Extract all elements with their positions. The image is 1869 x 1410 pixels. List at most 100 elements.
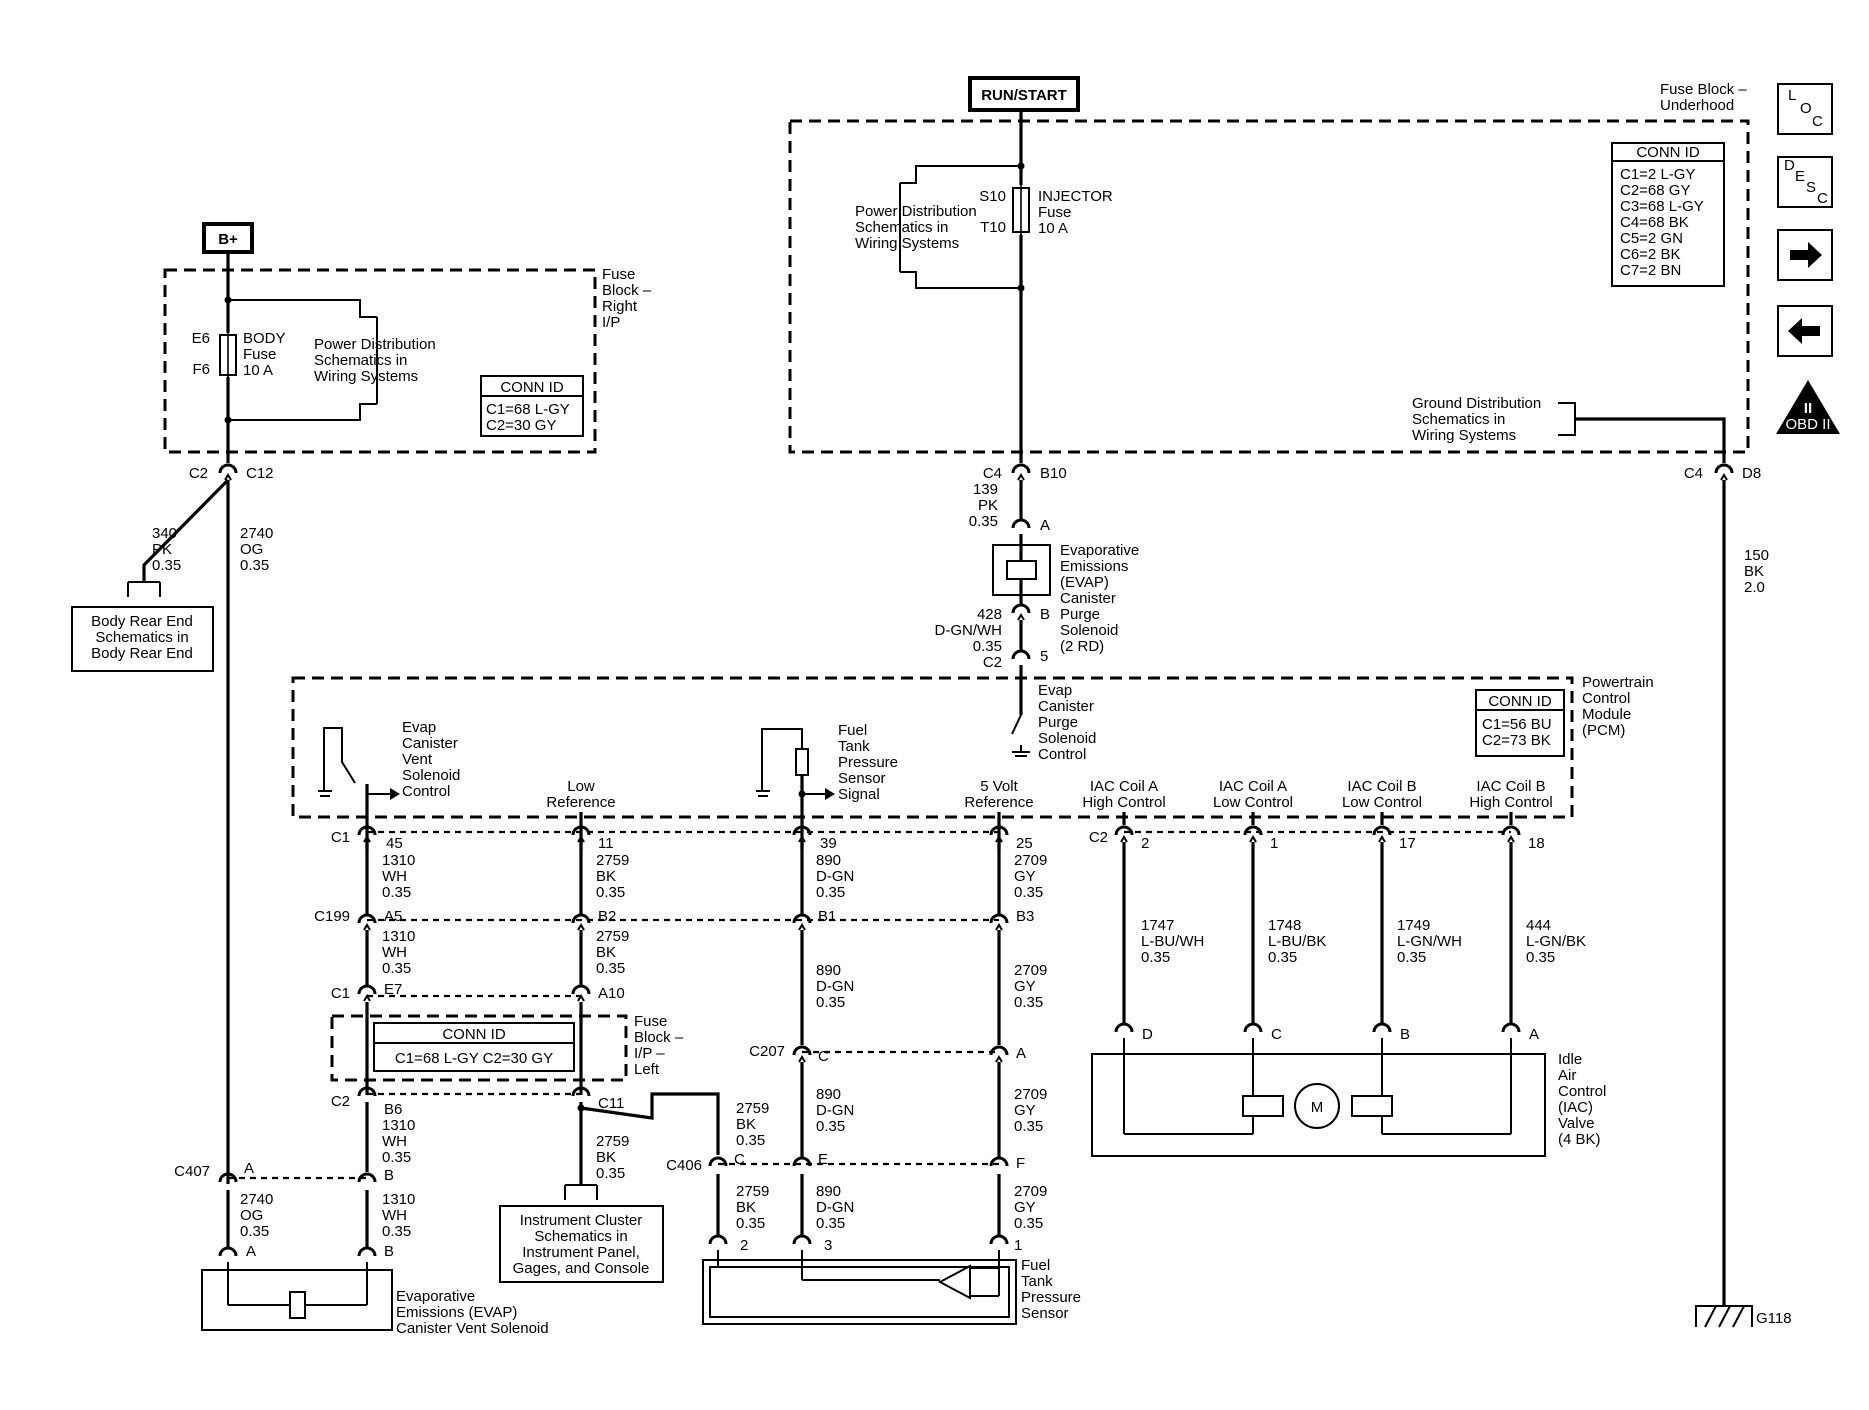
body-fuse bbox=[219, 333, 237, 377]
svg-text:WH: WH bbox=[382, 868, 407, 885]
ground-g118-symbol bbox=[1695, 1305, 1753, 1328]
svg-text:C: C bbox=[1812, 113, 1823, 130]
svg-text:I/P: I/P bbox=[602, 314, 620, 331]
svg-text:O: O bbox=[1800, 100, 1812, 117]
svg-text:Fuse: Fuse bbox=[243, 346, 276, 363]
conn-c1-pcm: C1 bbox=[331, 829, 350, 846]
wire-340-label: 340 PK 0.35 bbox=[152, 525, 181, 574]
svg-text:Purge: Purge bbox=[1038, 714, 1078, 731]
wire-2709-label-1: 2709 GY 0.35 bbox=[1014, 852, 1047, 901]
ftp-sensor-label: Fuel Tank Pressure Sensor bbox=[1021, 1257, 1081, 1322]
svg-text:Canister: Canister bbox=[402, 735, 458, 752]
desc-button[interactable]: D E S C bbox=[1777, 156, 1833, 208]
conn-c2-rip: C2 bbox=[189, 465, 208, 482]
svg-text:D-GN: D-GN bbox=[816, 978, 854, 995]
svg-text:890: 890 bbox=[816, 1183, 841, 1200]
svg-text:Power Distribution: Power Distribution bbox=[855, 203, 977, 220]
svg-text:IAC Coil B: IAC Coil B bbox=[1476, 778, 1545, 795]
svg-text:Control: Control bbox=[1558, 1083, 1606, 1100]
svg-text:150: 150 bbox=[1744, 547, 1769, 564]
svg-text:Schematics in: Schematics in bbox=[314, 352, 407, 369]
obd-ii-icon: II OBD II bbox=[1776, 380, 1840, 434]
svg-text:Low: Low bbox=[567, 778, 595, 795]
c207-pin-c: C bbox=[818, 1048, 829, 1065]
svg-text:Solenoid: Solenoid bbox=[402, 767, 460, 784]
svg-text:Ground Distribution: Ground Distribution bbox=[1412, 395, 1541, 412]
pin-25: 25 bbox=[1016, 835, 1033, 852]
svg-text:0.35: 0.35 bbox=[969, 513, 998, 530]
pcm-iac-b-low-label: IAC Coil B Low Control bbox=[1342, 778, 1422, 811]
svg-text:0.35: 0.35 bbox=[1014, 1118, 1043, 1135]
svg-text:2759: 2759 bbox=[596, 1133, 629, 1150]
arrow-right-icon bbox=[1790, 242, 1822, 268]
wire-1310-label-4: 1310 WH 0.35 bbox=[382, 1191, 415, 1240]
evap-vent-solenoid bbox=[201, 1262, 393, 1331]
ftp-pin-2: 2 bbox=[740, 1237, 748, 1254]
svg-text:890: 890 bbox=[816, 852, 841, 869]
next-page-button[interactable] bbox=[1777, 229, 1833, 281]
fuse-term-s10: S10 bbox=[979, 188, 1006, 205]
pin-11: 11 bbox=[598, 835, 614, 852]
vent-pin-b: B bbox=[384, 1243, 394, 1260]
svg-text:Reference: Reference bbox=[546, 794, 615, 811]
svg-text:Air: Air bbox=[1558, 1067, 1576, 1084]
pin-1: 1 bbox=[1270, 835, 1278, 852]
pin-b1: B1 bbox=[818, 908, 836, 925]
wire-2709-label-3: 2709 GY 0.35 bbox=[1014, 1086, 1047, 1135]
svg-text:428: 428 bbox=[977, 606, 1002, 623]
iac-pin-d: D bbox=[1142, 1026, 1153, 1043]
svg-text:BODY: BODY bbox=[243, 330, 286, 347]
svg-text:Evap: Evap bbox=[402, 719, 436, 736]
prev-page-button[interactable] bbox=[1777, 305, 1833, 357]
svg-text:0.35: 0.35 bbox=[382, 884, 411, 901]
pcm-vent-label: Evap Canister Vent Solenoid Control bbox=[402, 719, 460, 800]
pcm-iac-a-high-label: IAC Coil A High Control bbox=[1082, 778, 1165, 811]
fuse-block-right-ip-title: Fuse Block – Right I/P bbox=[602, 266, 652, 331]
svg-text:B+: B+ bbox=[218, 231, 238, 248]
svg-text:0.35: 0.35 bbox=[596, 960, 625, 977]
svg-text:Emissions: Emissions bbox=[1060, 558, 1128, 575]
instrument-cluster-box: Instrument Cluster Schematics in Instrum… bbox=[499, 1205, 664, 1283]
svg-text:2759: 2759 bbox=[736, 1183, 769, 1200]
svg-text:0.35: 0.35 bbox=[736, 1215, 765, 1232]
wire-890-label-2: 890 D-GN 0.35 bbox=[816, 962, 854, 1011]
wire-1310-label-3: 1310 WH 0.35 bbox=[382, 1117, 415, 1166]
wire-890-label-3: 890 D-GN 0.35 bbox=[816, 1086, 854, 1135]
svg-text:Tank: Tank bbox=[838, 738, 870, 755]
body-fuse-label: BODY Fuse 10 A bbox=[243, 330, 286, 379]
svg-text:2709: 2709 bbox=[1014, 962, 1047, 979]
svg-text:E: E bbox=[1795, 168, 1805, 185]
svg-text:2709: 2709 bbox=[1014, 1086, 1047, 1103]
wire-1748-label: 1748 L-BU/BK 0.35 bbox=[1268, 917, 1326, 966]
iac-pin-a: A bbox=[1529, 1026, 1539, 1043]
conn-c1-lip: C1 bbox=[331, 985, 350, 1002]
svg-text:1310: 1310 bbox=[382, 1191, 415, 1208]
svg-text:Low Control: Low Control bbox=[1342, 794, 1422, 811]
fuse-term-f6: F6 bbox=[192, 361, 210, 378]
svg-text:0.35: 0.35 bbox=[240, 1223, 269, 1240]
svg-text:Solenoid: Solenoid bbox=[1038, 730, 1096, 747]
svg-text:890: 890 bbox=[816, 962, 841, 979]
ip-left-conn-id-table: CONN ID C1=68 L-GY C2=30 GY bbox=[373, 1022, 575, 1072]
svg-text:Block –: Block – bbox=[634, 1029, 684, 1046]
svg-text:Wiring Systems: Wiring Systems bbox=[855, 235, 959, 252]
wire-2759-label-5: 2759 BK 0.35 bbox=[736, 1183, 769, 1232]
svg-text:D-GN: D-GN bbox=[816, 868, 854, 885]
svg-text:Evaporative: Evaporative bbox=[396, 1288, 475, 1305]
wire-444-label: 444 L-GN/BK 0.35 bbox=[1526, 917, 1586, 966]
svg-text:CONN ID: CONN ID bbox=[1636, 144, 1700, 161]
svg-text:S: S bbox=[1806, 179, 1816, 196]
svg-text:BK: BK bbox=[596, 1149, 616, 1166]
svg-text:Powertrain: Powertrain bbox=[1582, 674, 1654, 691]
svg-text:C7=2 BN: C7=2 BN bbox=[1620, 262, 1681, 279]
svg-text:Block –: Block – bbox=[602, 282, 652, 299]
conn-c207: C207 bbox=[749, 1043, 785, 1060]
underhood-conn-id-table: CONN ID C1=2 L-GY C2=68 GY C3=68 L-GY C4… bbox=[1611, 142, 1725, 287]
svg-text:CONN ID: CONN ID bbox=[1488, 693, 1552, 710]
svg-text:2759: 2759 bbox=[596, 852, 629, 869]
svg-text:OBD II: OBD II bbox=[1785, 416, 1830, 433]
b-plus-box: B+ bbox=[202, 222, 254, 254]
pin-c11: C11 bbox=[598, 1095, 624, 1112]
injector-fuse-label: INJECTOR Fuse 10 A bbox=[1038, 188, 1113, 237]
loc-button[interactable]: L O C bbox=[1777, 83, 1833, 135]
